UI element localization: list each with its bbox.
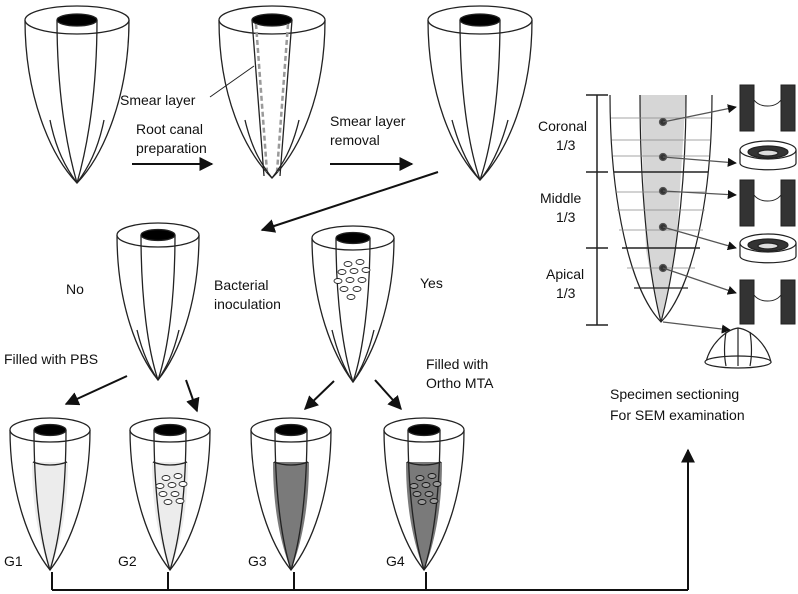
- section-piece-middle-cross: [739, 233, 797, 264]
- sectioned-tooth: [609, 94, 713, 323]
- tooth-no-inoculation: [116, 222, 200, 382]
- bottom-connector: [51, 572, 688, 591]
- section-piece-coronal: [739, 84, 796, 132]
- section-piece-apical: [739, 279, 796, 325]
- label-filled-pbs: Filled with PBS: [4, 351, 98, 367]
- label-no: No: [66, 281, 84, 297]
- label-smear-removal-1: Smear layer: [330, 113, 406, 129]
- label-smear-layer: Smear layer: [120, 92, 196, 108]
- section-piece-apex: [704, 327, 772, 369]
- label-middle-third: 1/3: [556, 209, 576, 225]
- label-coronal-third: 1/3: [556, 137, 576, 153]
- bacteria-g4: [409, 473, 442, 505]
- tooth-g3: [250, 417, 332, 572]
- arrow-to-inoculation: [260, 171, 439, 233]
- arrow-to-g3: [303, 380, 335, 410]
- label-g4: G4: [386, 553, 405, 569]
- label-apical: Apical: [546, 266, 584, 282]
- bacteria-cluster: [333, 259, 371, 300]
- arrow-to-g2: [185, 379, 200, 413]
- thirds-scale: [586, 94, 608, 326]
- label-yes: Yes: [420, 275, 443, 291]
- label-bacterial-1: Bacterial: [214, 277, 268, 293]
- label-g1: G1: [4, 553, 23, 569]
- tooth-smear-layer: [218, 5, 326, 179]
- label-specimen-1: Specimen sectioning: [610, 386, 739, 402]
- label-apical-third: 1/3: [556, 285, 576, 301]
- section-piece-middle: [739, 179, 796, 227]
- label-root-canal-1: Root canal: [136, 121, 203, 137]
- tooth-g2: [129, 417, 211, 572]
- label-smear-removal-2: removal: [330, 132, 380, 148]
- smear-layer-pointer: [209, 65, 255, 98]
- label-root-canal-2: preparation: [136, 140, 207, 156]
- tooth-untreated: [24, 5, 130, 184]
- label-middle: Middle: [540, 190, 581, 206]
- section-pointers: [658, 104, 737, 334]
- label-g2: G2: [118, 553, 137, 569]
- label-g3: G3: [248, 553, 267, 569]
- bacteria-g2: [155, 473, 188, 505]
- label-filled-mta-1: Filled with: [426, 356, 488, 372]
- arrow-to-g1: [64, 375, 128, 406]
- label-specimen-2: For SEM examination: [610, 407, 745, 423]
- section-piece-coronal-cross: [739, 140, 797, 171]
- tooth-inoculated: [311, 225, 395, 384]
- tooth-g4: [383, 417, 465, 572]
- arrow-to-g4: [374, 379, 402, 411]
- tooth-g1: [9, 417, 91, 572]
- label-filled-mta-2: Ortho MTA: [426, 375, 494, 391]
- tooth-smear-removed: [427, 5, 533, 181]
- label-coronal: Coronal: [538, 118, 587, 134]
- label-bacterial-2: inoculation: [214, 296, 281, 312]
